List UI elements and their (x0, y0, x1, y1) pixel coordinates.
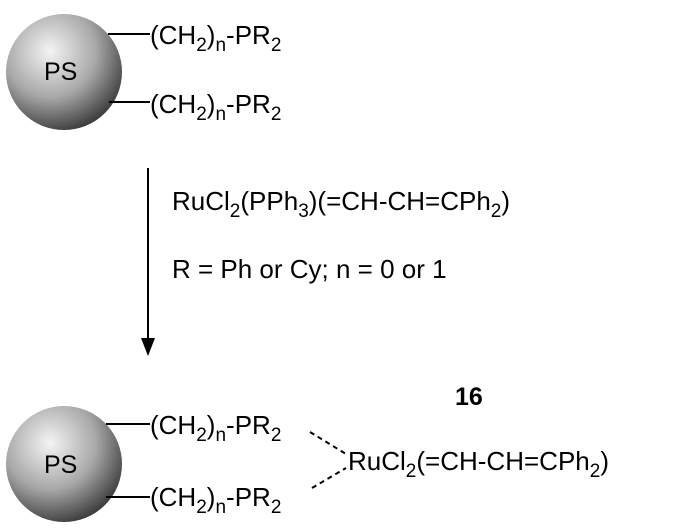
arm-text: (CH (150, 89, 197, 119)
subscript: n (215, 35, 227, 56)
subscript: 2 (270, 35, 282, 56)
reagent-formula: RuCl2(PPh3)(=CH-CH=CPh2) (172, 186, 511, 221)
phosphine-arm-top-lower: (CH2)n-PR2 (150, 89, 281, 124)
arm-text: ) (206, 482, 216, 512)
phosphine-arm-bottom-upper: (CH2)n-PR2 (150, 410, 281, 445)
reaction-arrow-head (141, 338, 155, 356)
subscript: 3 (298, 201, 309, 222)
subscript: 2 (196, 35, 207, 56)
phosphine-arm-bottom-lower: (CH2)n-PR2 (150, 482, 281, 517)
arm-text: (CH (150, 482, 197, 512)
arm-text: -PR (226, 410, 271, 440)
subscript: 2 (589, 461, 601, 482)
metal-text: RuCl (348, 446, 406, 476)
subscript: n (215, 425, 227, 446)
metal-text: (=CH-CH=CPh (416, 446, 590, 476)
subscript: 2 (270, 497, 282, 518)
reagent-text: )(=CH-CH=CPh (308, 186, 491, 216)
metal-text: ) (600, 446, 609, 476)
bead-label-top: PS (44, 58, 78, 86)
subscript: 2 (405, 461, 417, 482)
bead-label-bottom: PS (44, 451, 78, 479)
arm-text: -PR (226, 20, 271, 50)
subscript: 2 (196, 425, 207, 446)
ruthenium-complex: RuCl2(=CH-CH=CPh2) (348, 446, 609, 481)
coordination-bond-upper (309, 431, 347, 455)
polystyrene-bead-top (6, 14, 122, 130)
arm-text: -PR (226, 482, 271, 512)
polystyrene-bead-bottom (6, 406, 122, 522)
arm-text: ) (206, 20, 216, 50)
subscript: 2 (196, 104, 207, 125)
reagent-text: ) (501, 186, 511, 216)
reagent-text: RuCl (172, 186, 230, 216)
compound-number: 16 (455, 383, 483, 411)
reagent-text: (PPh (240, 186, 299, 216)
subscript: 2 (196, 497, 207, 518)
coordination-bond-lower (311, 467, 347, 489)
arm-text: (CH (150, 20, 197, 50)
subscript: 2 (229, 201, 241, 222)
subscript: n (215, 497, 227, 518)
arm-text: (CH (150, 410, 197, 440)
reaction-conditions: R = Ph or Cy; n = 0 or 1 (172, 254, 447, 284)
phosphine-arm-top-upper: (CH2)n-PR2 (150, 20, 281, 55)
subscript: n (215, 104, 227, 125)
arm-text: -PR (226, 89, 271, 119)
subscript: 2 (270, 104, 282, 125)
subscript: 2 (490, 201, 502, 222)
arm-text: ) (206, 410, 216, 440)
arm-text: ) (206, 89, 216, 119)
subscript: 2 (270, 425, 282, 446)
